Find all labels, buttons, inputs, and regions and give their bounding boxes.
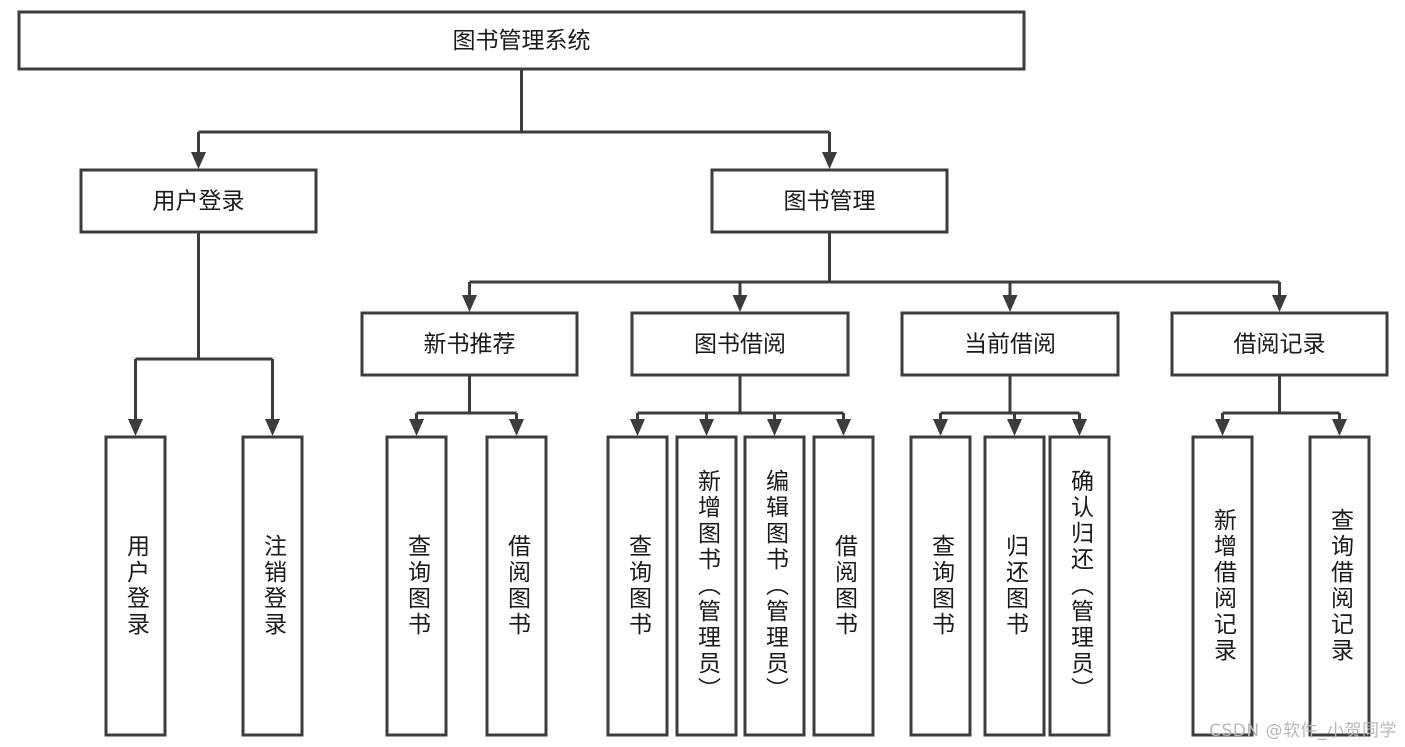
node-book-manage[interactable]: 图书管理 xyxy=(710,168,949,234)
node-leaf-query-book-borrow[interactable]: 查询图书 xyxy=(606,435,669,737)
node-label-leaf-return-book: 归还图书 xyxy=(1002,534,1030,638)
node-label-root: 图书管理系统 xyxy=(453,28,591,54)
node-box-leaf-logout[interactable] xyxy=(241,435,304,737)
edge-group-root xyxy=(191,69,837,169)
node-label-leaf-logout: 注销登录 xyxy=(260,534,288,638)
node-leaf-confirm-return[interactable]: 确认归还（管理员） xyxy=(1048,435,1111,737)
node-leaf-query-book-cur[interactable]: 查询图书 xyxy=(909,435,972,737)
node-box-leaf-query-book-cur[interactable] xyxy=(909,435,972,737)
node-box-leaf-borrow-book[interactable] xyxy=(812,435,875,737)
node-label-leaf-borrow-book: 借阅图书 xyxy=(831,534,859,638)
node-box-borrow-record[interactable] xyxy=(1170,311,1389,377)
node-label-leaf-edit-book: 编辑图书（管理员） xyxy=(762,469,790,703)
node-label-book-manage: 图书管理 xyxy=(784,189,876,215)
node-box-leaf-borrow-book-rec[interactable] xyxy=(485,435,548,737)
node-label-leaf-user-login: 用户登录 xyxy=(123,534,151,638)
node-box-book-manage[interactable] xyxy=(710,168,949,234)
node-box-leaf-confirm-return[interactable] xyxy=(1048,435,1111,737)
edge-group-new-book-recommend xyxy=(409,375,524,436)
node-layer: 图书管理系统用户登录图书管理新书推荐图书借阅当前借阅借阅记录用户登录注销登录查询… xyxy=(17,10,1389,737)
edge-group-current-borrow xyxy=(933,375,1087,436)
node-box-book-borrow[interactable] xyxy=(630,311,850,377)
node-box-leaf-query-book-borrow[interactable] xyxy=(606,435,669,737)
node-box-new-book-recommend[interactable] xyxy=(360,311,579,377)
node-label-current-borrow: 当前借阅 xyxy=(964,332,1056,358)
node-book-borrow[interactable]: 图书借阅 xyxy=(630,311,850,377)
node-label-book-borrow: 图书借阅 xyxy=(694,332,786,358)
edge-group-user-login xyxy=(128,232,280,436)
node-label-leaf-add-record: 新增借阅记录 xyxy=(1210,508,1238,664)
node-label-leaf-add-book: 新增图书（管理员） xyxy=(694,469,722,703)
node-box-leaf-edit-book[interactable] xyxy=(743,435,806,737)
node-leaf-logout[interactable]: 注销登录 xyxy=(241,435,304,737)
edge-group-borrow-record xyxy=(1215,375,1347,436)
node-box-user-login[interactable] xyxy=(79,168,318,234)
node-label-borrow-record: 借阅记录 xyxy=(1234,332,1326,358)
node-box-leaf-user-login[interactable] xyxy=(104,435,167,737)
node-label-user-login: 用户登录 xyxy=(153,189,245,215)
node-box-leaf-query-book-rec[interactable] xyxy=(385,435,448,737)
node-box-leaf-query-record[interactable] xyxy=(1308,435,1371,737)
edge-group-book-borrow xyxy=(630,375,851,436)
node-leaf-add-book[interactable]: 新增图书（管理员） xyxy=(675,435,738,737)
node-borrow-record[interactable]: 借阅记录 xyxy=(1170,311,1389,377)
node-leaf-borrow-book-rec[interactable]: 借阅图书 xyxy=(485,435,548,737)
node-leaf-query-book-rec[interactable]: 查询图书 xyxy=(385,435,448,737)
node-label-leaf-confirm-return: 确认归还（管理员） xyxy=(1067,469,1095,703)
node-label-leaf-query-record: 查询借阅记录 xyxy=(1327,508,1355,664)
node-user-login[interactable]: 用户登录 xyxy=(79,168,318,234)
node-leaf-return-book[interactable]: 归还图书 xyxy=(983,435,1046,737)
node-box-leaf-add-record[interactable] xyxy=(1191,435,1254,737)
edge-group-book-manage xyxy=(462,232,1287,312)
node-box-leaf-return-book[interactable] xyxy=(983,435,1046,737)
node-label-new-book-recommend: 新书推荐 xyxy=(424,332,516,358)
node-current-borrow[interactable]: 当前借阅 xyxy=(900,311,1120,377)
node-root[interactable]: 图书管理系统 xyxy=(17,10,1026,71)
node-new-book-recommend[interactable]: 新书推荐 xyxy=(360,311,579,377)
node-box-root[interactable] xyxy=(17,10,1026,71)
node-leaf-query-record[interactable]: 查询借阅记录 xyxy=(1308,435,1371,737)
node-leaf-borrow-book[interactable]: 借阅图书 xyxy=(812,435,875,737)
node-label-leaf-borrow-book-rec: 借阅图书 xyxy=(504,534,532,638)
node-label-leaf-query-book-borrow: 查询图书 xyxy=(625,534,653,638)
node-leaf-edit-book[interactable]: 编辑图书（管理员） xyxy=(743,435,806,737)
node-box-current-borrow[interactable] xyxy=(900,311,1120,377)
node-leaf-user-login[interactable]: 用户登录 xyxy=(104,435,167,737)
node-label-leaf-query-book-rec: 查询图书 xyxy=(404,534,432,638)
node-label-leaf-query-book-cur: 查询图书 xyxy=(928,534,956,638)
node-leaf-add-record[interactable]: 新增借阅记录 xyxy=(1191,435,1254,737)
connector-layer xyxy=(128,69,1347,436)
node-box-leaf-add-book[interactable] xyxy=(675,435,738,737)
